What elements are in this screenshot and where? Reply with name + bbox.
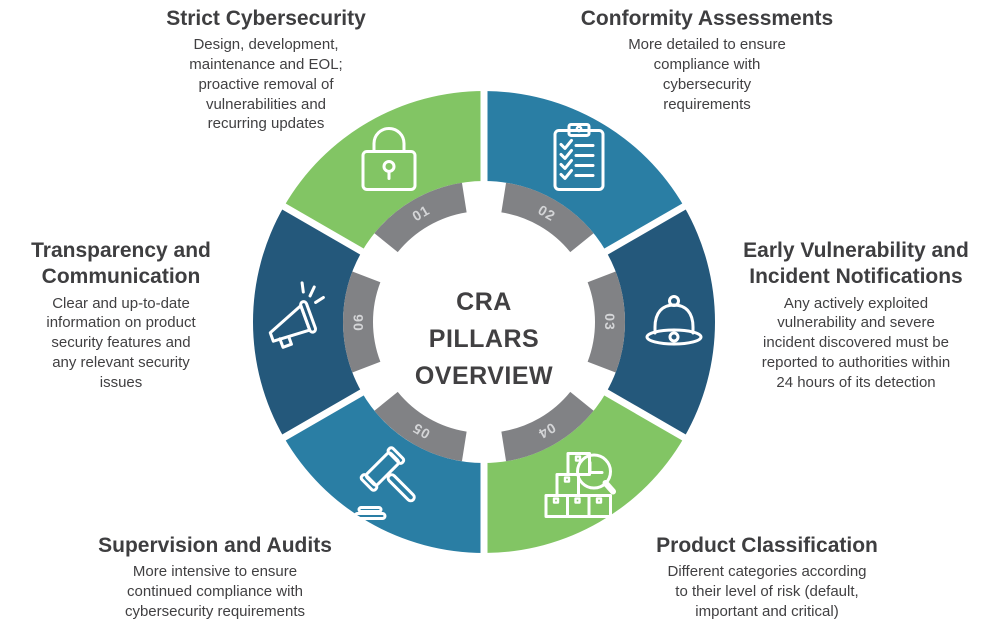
pillar-label-early-vulnerability-notifications: Early Vulnerability and Incident Notific…	[721, 238, 991, 392]
lock-icon	[361, 127, 417, 191]
segment-divider	[600, 387, 691, 444]
segment-arc-05	[283, 392, 484, 553]
segment-number-arc-03	[587, 271, 625, 373]
pillar-title: Early Vulnerability and Incident Notific…	[743, 239, 969, 289]
megaphone-icon	[268, 281, 325, 349]
bell-icon	[645, 295, 703, 346]
pillar-description: More intensive to ensure continued compl…	[124, 563, 306, 620]
pillar-description: Different categories according to their …	[667, 563, 867, 620]
pillar-label-strict-cybersecurity: Strict Cybersecurity Design, development…	[96, 6, 436, 134]
segment-arc-03	[606, 206, 715, 438]
segment-divider	[277, 200, 368, 257]
segment-number-01: 01	[409, 202, 432, 225]
segment-number-arc-02	[500, 182, 594, 253]
pillar-label-supervision-and-audits: Supervision and Audits More intensive to…	[45, 533, 385, 622]
segment-divider	[600, 200, 691, 257]
segment-divider	[277, 387, 368, 444]
pillar-description: Clear and up-to-date information on prod…	[46, 294, 196, 391]
pillar-label-product-classification: Product Classification Different categor…	[597, 533, 937, 622]
pillar-label-transparency-and-communication: Transparency and Communication Clear and…	[1, 238, 241, 392]
segment-number-06: 06	[350, 313, 366, 331]
pillar-title: Product Classification	[656, 534, 878, 557]
pillar-title: Supervision and Audits	[98, 534, 332, 557]
pillar-description: Any actively exploited vulnerability and…	[761, 294, 951, 391]
segment-number-arc-05	[374, 391, 468, 462]
segment-arc-02	[484, 91, 685, 252]
pillar-title: Strict Cybersecurity	[166, 7, 366, 30]
segment-number-04: 04	[535, 420, 558, 443]
pillar-label-conformity-assessments: Conformity Assessments More detailed to …	[537, 6, 877, 114]
gavel-icon	[353, 446, 416, 521]
chart-center-title: CRA PILLARS OVERVIEW	[414, 288, 554, 390]
segment-number-02: 02	[535, 202, 558, 225]
segment-number-05: 05	[409, 420, 432, 443]
segment-arc-01	[283, 90, 484, 252]
segment-number-03: 03	[602, 313, 618, 331]
segment-number-arc-01	[374, 182, 468, 253]
segment-arc-04	[484, 392, 685, 553]
pillar-title: Transparency and Communication	[31, 239, 211, 289]
pillar-description: More detailed to ensure compliance with …	[628, 36, 786, 113]
clipboard-checklist-icon	[553, 122, 605, 191]
pillar-description: Design, development, maintenance and EOL…	[189, 36, 343, 133]
segment-number-arc-06	[343, 271, 381, 373]
pillar-title: Conformity Assessments	[580, 7, 834, 30]
boxes-magnifier-icon	[544, 452, 616, 519]
segment-number-arc-04	[500, 391, 594, 462]
